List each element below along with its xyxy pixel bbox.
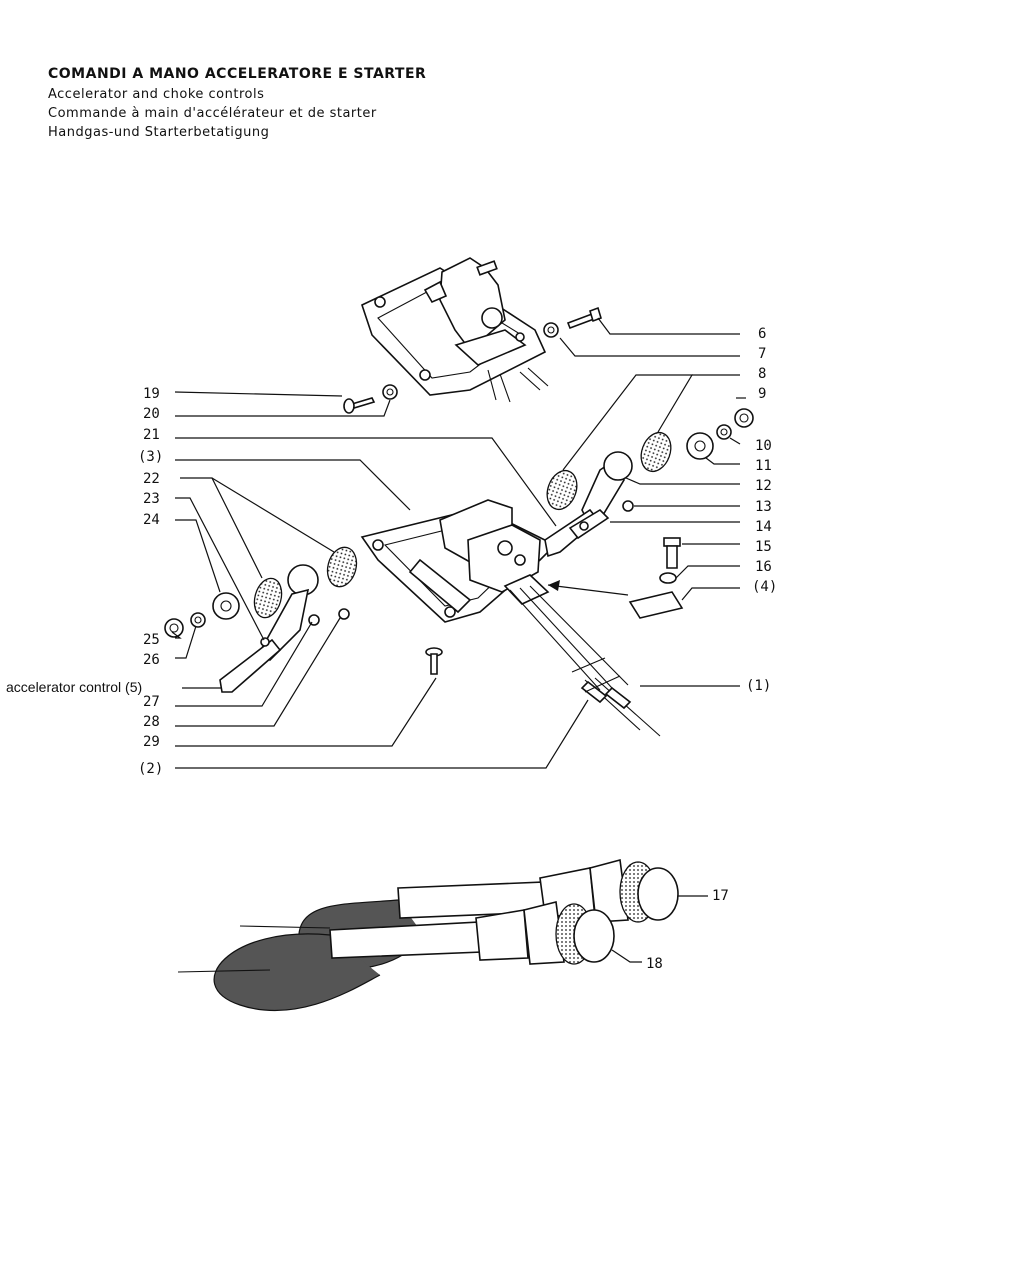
callout-22: 22	[143, 471, 160, 487]
callout-25: 25	[143, 632, 160, 648]
washer-10	[716, 424, 732, 440]
callout-20: 20	[143, 406, 160, 422]
screw-6	[566, 306, 602, 330]
knurled-washer-22	[253, 546, 358, 619]
link-14	[568, 508, 610, 540]
accelerator-knob-18	[177, 901, 615, 1011]
subtitle-german: Handgas-und Starterbetatigung	[48, 125, 270, 140]
callout-11: 11	[755, 458, 772, 474]
arrow-pointer	[547, 580, 629, 596]
callout-23: 23	[143, 491, 160, 507]
control-cables	[509, 585, 661, 737]
callout-17: 17	[712, 888, 729, 904]
callout-10: 10	[755, 438, 772, 454]
callout-29: 29	[143, 734, 160, 750]
callout-21: 21	[143, 427, 160, 443]
callout-27: 27	[143, 694, 160, 710]
nut-20	[382, 384, 398, 400]
clip-plate-4	[628, 591, 684, 619]
callout-26: 26	[143, 652, 160, 668]
callout-8: 8	[758, 366, 766, 382]
screw-29-small	[338, 608, 350, 620]
callout-24: 24	[143, 512, 160, 528]
callout-5-accelerator-control: accelerator control (5)	[6, 679, 142, 695]
callout-6: 6	[758, 326, 766, 342]
callout-12: 12	[755, 478, 772, 494]
leader-lines	[171, 317, 746, 963]
screw-19	[343, 397, 376, 414]
lower-housing-plate	[361, 257, 549, 403]
callout-2: (2)	[138, 761, 163, 777]
callout-9: 9	[758, 386, 766, 402]
knurled-washer-8	[546, 431, 672, 511]
upper-housing-3	[360, 499, 557, 623]
nut-13	[622, 500, 634, 512]
callout-16: 16	[755, 559, 772, 575]
bolt-15	[663, 537, 681, 569]
callout-3: (3)	[138, 449, 163, 465]
subtitle-english: Accelerator and choke controls	[48, 87, 265, 102]
callout-19: 19	[143, 386, 160, 402]
screw-29	[425, 647, 443, 675]
callout-7: 7	[758, 346, 766, 362]
subtitle-french: Commande à main d'accélérateur et de sta…	[48, 106, 377, 121]
accelerator-lever-23	[219, 564, 319, 693]
nut-9	[734, 408, 754, 428]
callout-14: 14	[755, 519, 772, 535]
callout-18: 18	[646, 956, 663, 972]
nut-25	[164, 618, 184, 638]
star-washer-11	[686, 432, 714, 460]
callout-15: 15	[755, 539, 772, 555]
callout-13: 13	[755, 499, 772, 515]
star-washer-24	[212, 592, 240, 620]
nut-7	[543, 322, 559, 338]
washer-26	[190, 612, 206, 628]
callout-4: (4)	[752, 579, 777, 595]
diagram-title: COMANDI A MANO ACCELERATORE E STARTER	[48, 66, 427, 82]
callout-28: 28	[143, 714, 160, 730]
washer-16	[659, 572, 677, 584]
callout-1: (1)	[746, 678, 771, 694]
